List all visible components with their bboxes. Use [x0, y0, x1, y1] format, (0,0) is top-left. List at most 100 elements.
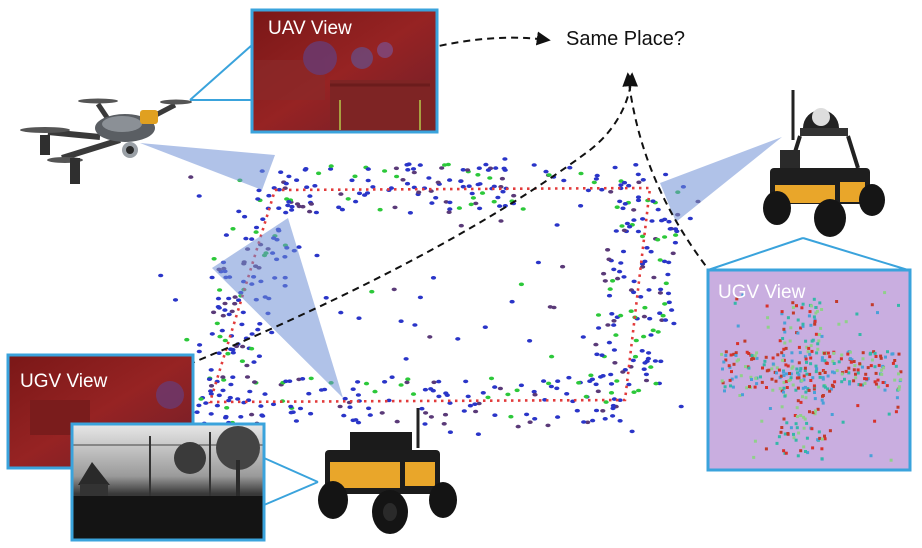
lidar-point	[748, 385, 751, 389]
cloud-point	[611, 348, 618, 352]
cloud-point	[382, 169, 388, 173]
lidar-point	[802, 426, 806, 430]
lidar-point	[856, 368, 860, 372]
lidar-point	[730, 377, 734, 381]
cloud-point	[398, 383, 404, 387]
cloud-point	[227, 395, 233, 400]
lidar-point	[724, 353, 728, 357]
cloud-point	[633, 338, 639, 343]
lidar-point	[816, 342, 820, 346]
cloud-point	[456, 206, 462, 210]
cloud-point	[580, 335, 586, 339]
cloud-point	[392, 205, 398, 210]
ugv-robot-icon	[318, 408, 457, 534]
lidar-point	[735, 297, 739, 301]
cloud-point	[338, 310, 344, 315]
lidar-point	[813, 319, 817, 323]
cloud-point	[657, 258, 663, 262]
cloud-point	[590, 418, 596, 423]
cloud-point	[394, 174, 400, 179]
cloud-point	[524, 412, 530, 417]
cloud-point	[225, 351, 231, 356]
lidar-point	[804, 450, 807, 453]
cloud-point	[473, 409, 479, 414]
cloud-point	[621, 180, 628, 185]
lidar-point	[852, 379, 856, 383]
lidar-point	[790, 351, 794, 355]
lidar-point	[747, 366, 751, 370]
cloud-point	[495, 195, 501, 200]
cloud-point	[410, 167, 417, 171]
cloud-point	[607, 287, 613, 291]
lidar-point	[733, 301, 737, 305]
lidar-point	[891, 352, 895, 356]
cloud-point	[643, 372, 650, 377]
lidar-point	[766, 325, 770, 329]
lidar-point	[753, 385, 757, 389]
cloud-point	[657, 311, 663, 316]
cloud-point	[447, 207, 453, 211]
lidar-point	[720, 352, 724, 356]
cloud-point	[589, 377, 596, 382]
lidar-point	[771, 362, 775, 366]
lidar-point	[796, 331, 800, 335]
lidar-point	[750, 357, 754, 361]
cloud-point	[531, 163, 537, 167]
lidar-point	[812, 297, 816, 301]
lidar-point	[810, 427, 814, 431]
cloud-point	[620, 370, 626, 374]
cloud-point	[356, 191, 363, 196]
cloud-point	[554, 386, 560, 391]
cloud-point	[658, 359, 664, 364]
lidar-point	[818, 301, 822, 305]
lidar-point	[734, 375, 738, 379]
cloud-point	[244, 375, 251, 379]
cloud-point	[661, 259, 668, 264]
lidar-point	[804, 390, 808, 394]
cloud-point	[608, 391, 615, 395]
cloud-point	[223, 233, 229, 237]
lidar-point	[805, 436, 809, 440]
lidar-point	[745, 386, 749, 390]
lidar-point	[810, 304, 813, 308]
lidar-point	[785, 421, 789, 425]
lidar-point	[778, 339, 782, 343]
lidar-point	[817, 430, 821, 434]
lidar-point	[796, 386, 800, 390]
cloud-point	[618, 313, 624, 318]
cloud-point	[249, 237, 255, 241]
cloud-point	[619, 224, 625, 228]
cloud-point	[431, 380, 437, 385]
lidar-point	[803, 355, 807, 359]
lidar-point	[858, 333, 862, 336]
cloud-point	[382, 380, 388, 384]
cloud-point	[483, 162, 489, 167]
lidar-point	[803, 417, 807, 421]
cloud-point	[635, 172, 641, 177]
lidar-point	[800, 379, 804, 382]
lidar-point	[797, 361, 801, 365]
cloud-point	[211, 310, 217, 315]
cloud-point	[230, 350, 236, 355]
lidar-point	[775, 441, 779, 445]
lidar-point	[823, 434, 826, 438]
cloud-point	[286, 200, 292, 204]
cloud-point	[208, 389, 214, 393]
lidar-point	[771, 388, 775, 392]
lidar-point	[832, 371, 836, 375]
lidar-point	[727, 364, 731, 368]
lidar-point	[879, 354, 883, 358]
cloud-point	[594, 352, 600, 357]
lidar-point	[807, 314, 811, 318]
lidar-point	[820, 457, 824, 461]
cloud-point	[393, 166, 399, 171]
lidar-point	[808, 310, 812, 314]
lidar-point	[848, 357, 852, 361]
lidar-point	[831, 385, 835, 389]
cloud-point	[639, 349, 645, 353]
cloud-point	[460, 184, 466, 189]
lidar-point	[801, 395, 804, 399]
cloud-point	[605, 248, 611, 252]
cloud-point	[567, 165, 573, 170]
